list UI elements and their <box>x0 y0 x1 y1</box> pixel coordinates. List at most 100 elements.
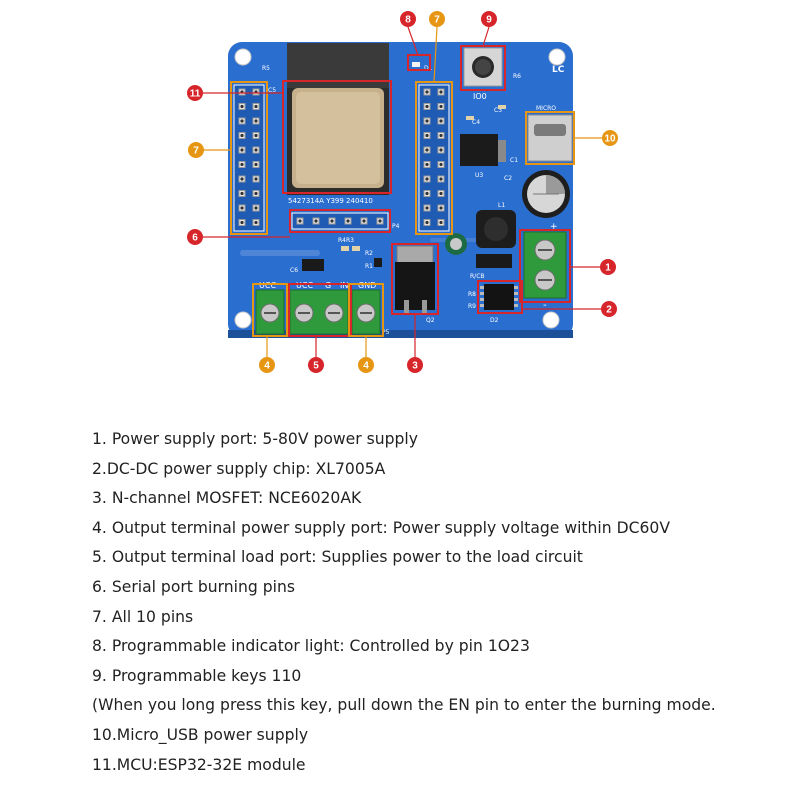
output-terminal-ucc <box>255 289 285 335</box>
pin-hole <box>439 90 443 94</box>
ucc-left-label: UCC <box>259 281 276 290</box>
callout-circle-3 <box>407 357 423 373</box>
pin-hole <box>240 220 244 225</box>
module-label: 5427314A Y399 240410 <box>288 197 373 205</box>
c1-label: C1 <box>510 157 518 164</box>
callout-circle-7 <box>429 11 445 27</box>
callout-circle-4 <box>259 357 275 373</box>
ucc-label: UCC <box>296 281 313 290</box>
pin-hole <box>254 133 258 138</box>
resistor-r3 <box>352 246 360 251</box>
highlight-load <box>288 283 352 337</box>
diode <box>476 254 512 268</box>
highlight-serial <box>289 209 391 233</box>
plus-label: + <box>550 222 558 232</box>
highlight-power-in <box>519 229 571 303</box>
callout-number-4: 4 <box>363 361 369 372</box>
callout-number-4: 4 <box>264 361 270 372</box>
output-terminal-load <box>289 289 349 335</box>
transistor-q1 <box>302 259 324 271</box>
pin-hole <box>254 148 258 152</box>
callout-number-6: 6 <box>192 233 198 244</box>
r6-label: R6 <box>513 73 521 80</box>
pin-hole <box>439 148 443 152</box>
r2-label: R2 <box>365 250 373 257</box>
pin-hole <box>439 191 443 196</box>
push-button <box>463 47 503 87</box>
r4-label: R4 <box>338 237 346 244</box>
c6-label: C6 <box>290 267 298 274</box>
legend-item-11: 11.MCU:ESP32-32E module <box>92 755 306 774</box>
callout-number-5: 5 <box>313 361 319 372</box>
c4-label: C4 <box>472 119 480 126</box>
r9-label: R9 <box>468 303 476 310</box>
regulator-u3 <box>460 134 506 166</box>
pin-hole <box>425 220 429 225</box>
u3-label: U3 <box>475 172 483 179</box>
callout-circle-6 <box>187 229 203 245</box>
legend-item-1: 1. Power supply port: 5-80V power supply <box>92 430 418 448</box>
callout-number-1: 1 <box>605 263 611 274</box>
legend-item-5: 5. Output terminal load port: Supplies p… <box>92 548 583 567</box>
legend-item-9: 9. Programmable keys 110 <box>92 666 302 685</box>
pin-hole <box>240 119 244 123</box>
c2-label: C2 <box>504 175 512 182</box>
highlight-dcdc <box>477 280 523 314</box>
pin-hole <box>439 220 443 225</box>
highlight-ucc <box>252 283 288 337</box>
pin-hole <box>254 220 258 225</box>
pin-hole <box>425 206 429 210</box>
pin-hole <box>378 219 382 223</box>
callout-circle-7 <box>188 142 204 158</box>
callout-number-8: 8 <box>405 15 411 26</box>
legend-item-4: 4. Output terminal power supply port: Po… <box>92 518 671 537</box>
callout-number-7: 7 <box>193 146 199 157</box>
minus-label: - <box>543 300 547 311</box>
callout-number-11: 11 <box>190 89 201 100</box>
highlight-left-pins <box>230 81 268 235</box>
pin-hole <box>439 104 443 109</box>
callout-number-2: 2 <box>606 305 612 316</box>
pin-hole <box>346 219 350 223</box>
right-pin-header <box>418 84 450 232</box>
pin-hole <box>254 191 258 196</box>
callout-circle-2 <box>601 301 617 317</box>
resistor-r2 <box>374 258 382 263</box>
pin-hole <box>240 177 244 181</box>
inductor-l1 <box>476 210 516 248</box>
callout-circle-9 <box>481 11 497 27</box>
d2-label: D2 <box>490 317 499 324</box>
pin-hole <box>254 162 258 167</box>
left-pin-header <box>233 84 265 232</box>
mosfet-q2 <box>395 245 435 314</box>
pin-hole <box>439 177 443 181</box>
rcb-label: R/CB <box>470 273 485 280</box>
callout-circle-11 <box>187 85 203 101</box>
q2-label: Q2 <box>426 317 435 324</box>
esp32-module <box>287 43 389 195</box>
micro-usb-port <box>527 114 573 162</box>
highlight-boxes <box>282 45 571 337</box>
lc-label: LC <box>552 65 565 75</box>
p5-label: P5 <box>382 329 390 336</box>
legend-item-3: 3. N-channel MOSFET: NCE6020AK <box>92 489 362 508</box>
micro-label: MICRO <box>536 105 556 112</box>
small-capacitor <box>445 233 467 255</box>
r5-label: R5 <box>262 65 270 72</box>
pin-hole <box>439 119 443 123</box>
c3-label: C3 <box>494 107 502 114</box>
d1-label: D1 <box>424 65 433 72</box>
serial-burning-pins <box>291 212 389 230</box>
p4-label: P4 <box>392 223 400 230</box>
pin-hole <box>240 133 244 138</box>
pin-hole <box>425 148 429 152</box>
pin-hole <box>254 104 258 109</box>
resistor-r1 <box>374 262 382 267</box>
pin-hole <box>425 191 429 196</box>
legend-item-6: 6. Serial port burning pins <box>92 577 295 596</box>
legend-item-8: 8. Programmable indicator light: Control… <box>92 637 530 656</box>
callout-circle-10 <box>602 130 618 146</box>
led-d1 <box>412 62 420 67</box>
l1-label: L1 <box>498 202 505 209</box>
